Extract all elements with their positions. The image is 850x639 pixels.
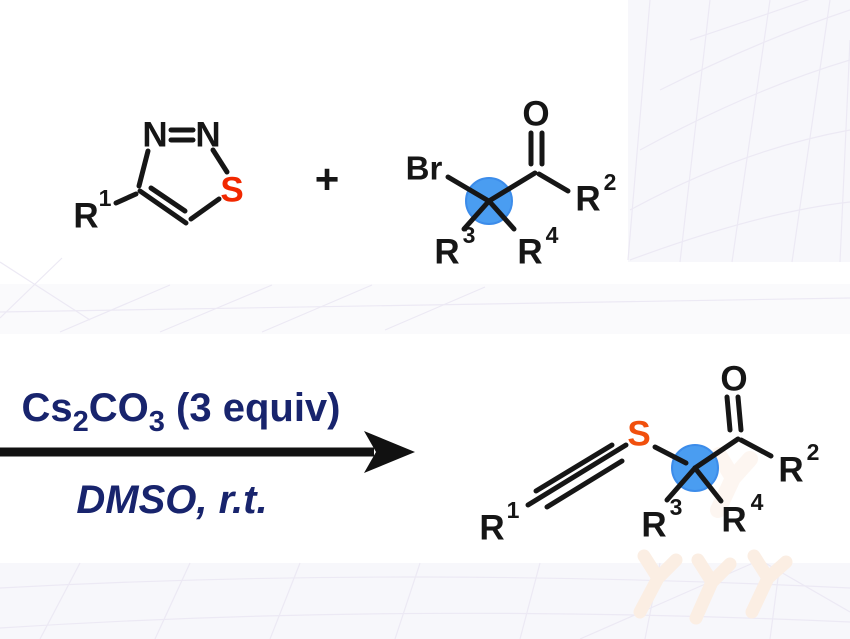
- plus-sign: +: [315, 156, 340, 203]
- product-r2-label: R: [778, 451, 803, 490]
- r4-label: R: [517, 233, 542, 272]
- bond-line: [210, 147, 230, 175]
- bond-line: [445, 174, 490, 203]
- sulfur-label-product: S: [627, 415, 650, 454]
- nitrogen1-label: N: [142, 116, 167, 155]
- product-r4-label: R: [721, 501, 746, 540]
- reagent-subscript-3: 3: [149, 406, 165, 438]
- bond-line: [137, 188, 189, 226]
- reaction-arrow: [0, 431, 415, 473]
- conditions-below-arrow: DMSO, r.t.: [76, 478, 267, 522]
- reactant-bromoketone: Br O R 2 R 3 R 4: [406, 95, 617, 272]
- r1-label: R: [73, 197, 98, 236]
- bromoketone-bonds: [445, 130, 571, 232]
- product-r4-superscript: 4: [751, 489, 764, 515]
- bond-line: [536, 171, 571, 194]
- bond-line: [724, 394, 733, 433]
- product-r3-superscript: 3: [670, 494, 683, 520]
- sulfur-label-reactant: S: [220, 171, 243, 210]
- watermark-branch-shapes: [633, 549, 793, 625]
- bond-line: [738, 437, 774, 459]
- bond-line: [533, 442, 615, 494]
- watermark-patch-topright: [628, 0, 850, 262]
- reagent-equiv: (3 equiv): [165, 386, 341, 430]
- bond-line: [692, 465, 724, 504]
- bond-line: [692, 436, 741, 471]
- bond-line: [148, 185, 188, 214]
- thiadiazole-bonds: [113, 127, 230, 226]
- r2-superscript: 2: [604, 169, 617, 195]
- watermark-branch-faint: [710, 447, 758, 518]
- oxygen-label-reactant: O: [522, 95, 549, 134]
- reagent-subscript-2: 2: [73, 406, 89, 438]
- r3-superscript: 3: [463, 222, 476, 248]
- bond-line: [486, 198, 517, 232]
- watermark-patch-midband: [0, 284, 850, 334]
- oxygen-label-product: O: [720, 360, 747, 399]
- bond-line: [461, 198, 492, 232]
- product-r2-superscript: 2: [807, 439, 820, 465]
- reagent-co: CO: [89, 386, 149, 430]
- r1-superscript: 1: [99, 185, 112, 211]
- bond-line: [735, 394, 744, 433]
- r2-label: R: [575, 180, 600, 219]
- bond-line: [544, 458, 625, 510]
- r3-label: R: [434, 233, 459, 272]
- arrow-head: [364, 431, 415, 473]
- bond-line: [136, 148, 151, 189]
- conditions-above-arrow: Cs2CO3 (3 equiv): [21, 386, 340, 438]
- product-bonds: [525, 394, 774, 510]
- bond-line: [525, 442, 629, 508]
- nitrogen2-label: N: [195, 116, 220, 155]
- product-r3-label: R: [641, 506, 666, 545]
- bond-line: [113, 191, 139, 206]
- bond-line: [664, 465, 698, 503]
- product-alkynyl-thioether: R 1 S O R 2 R 3 R 4: [479, 360, 819, 548]
- bond-line: [652, 444, 689, 466]
- product-r1-superscript: 1: [507, 497, 520, 523]
- bromine-label: Br: [406, 150, 443, 187]
- bond-line: [188, 196, 222, 222]
- bond-line: [486, 170, 538, 204]
- reactant-thiadiazole: N N S R 1: [73, 116, 243, 236]
- reagent-cs: Cs: [21, 386, 72, 430]
- product-r1-label: R: [479, 509, 504, 548]
- r4-superscript: 4: [546, 222, 559, 248]
